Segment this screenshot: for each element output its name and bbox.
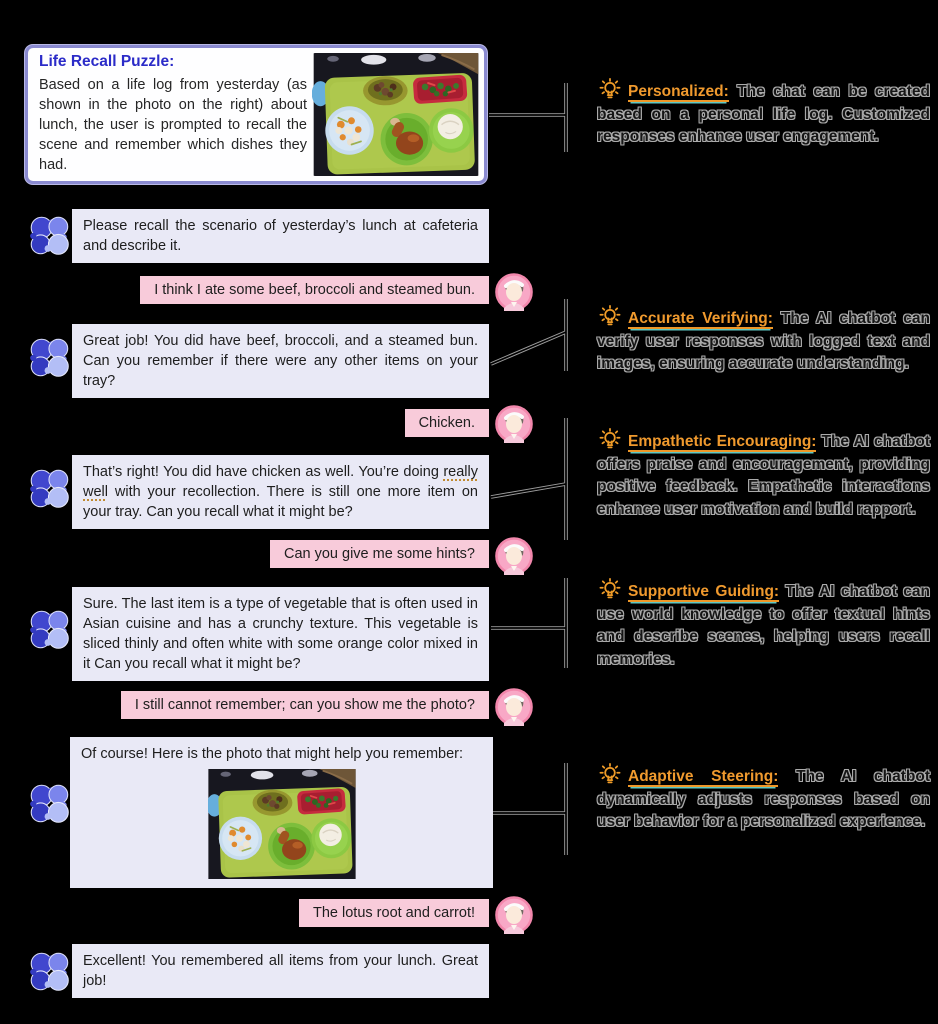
chat-bubble-ai: That’s right! You did have chicken as we… [72,455,489,529]
chat-bubble-user: I think I ate some beef, broccoli and st… [140,276,489,304]
annotation-title: Adaptive Steering: [628,768,779,787]
annotation-text: The AI chatbot can verify user responses… [597,310,930,373]
lightbulb-icon [599,428,621,449]
chat-text: That’s right! You did have chicken as we… [83,464,444,480]
chat-text: The lotus root and carrot! [313,905,475,921]
chat-bubble-ai: Please recall the scenario of yesterday’… [72,209,489,263]
ai-chatbot-avatar [29,610,69,649]
chat-text: Of course! Here is the photo that might … [81,746,464,762]
chat-bubble-ai-with-photo: Of course! Here is the photo that might … [70,737,493,888]
lunch-tray-photo [207,769,356,879]
chat-bubble-user: Can you give me some hints? [269,540,489,568]
puzzle-box-title: Life Recall Puzzle: [39,53,175,70]
lightbulb-icon [599,578,621,599]
annotation-empathetic-encouraging: Empathetic Encouraging: The AI chatbot o… [597,428,930,522]
ai-chatbot-avatar [29,952,69,991]
chat-text: Sure. The last item is a type of vegetab… [83,596,478,672]
ai-chatbot-avatar [29,338,69,377]
chat-bubble-ai: Excellent! You remembered all items from… [72,944,489,998]
chat-bubble-ai: Great job! You did have beef, broccoli, … [72,324,489,398]
annotation-supportive-guiding: Supportive Guiding: The AI chatbot can u… [597,578,930,672]
annotation-adaptive-steering: Adaptive Steering: The AI chatbot dynami… [597,763,930,834]
annotation-text: The AI chatbot offers praise and encoura… [597,433,930,518]
chat-text: I still cannot remember; can you show me… [134,697,475,713]
chat-text: Excellent! You remembered all items from… [83,953,478,989]
lightbulb-icon [599,763,621,784]
chat-text: with your recollection. There is still o… [83,484,478,520]
annotation-title: Accurate Verifying: [628,310,773,329]
lightbulb-icon [599,78,621,99]
annotation-title: Personalized: [628,83,729,102]
chat-bubble-ai: Sure. The last item is a type of vegetab… [72,587,489,681]
annotation-title: Empathetic Encouraging: [628,433,817,452]
ai-chatbot-avatar [29,784,69,823]
user-avatar [495,405,533,443]
annotation-accurate-verifying: Accurate Verifying: The AI chatbot can v… [597,305,930,376]
life-recall-puzzle-box: Life Recall Puzzle: Based on a life log … [25,45,487,184]
user-avatar [495,537,533,575]
chat-bubble-user: The lotus root and carrot! [299,899,489,927]
chat-text: Can you give me some hints? [283,546,475,562]
lightbulb-icon [599,305,621,326]
chat-text: Chicken. [418,415,475,431]
annotation-text: The AI chatbot can use world knowledge t… [597,583,930,668]
annotation-text: The AI chatbot dynamically adjusts respo… [597,768,931,831]
chat-text: Great job! You did have beef, broccoli, … [83,333,478,389]
annotation-title: Supportive Guiding: [628,583,780,602]
chat-text-spellcheck-underline: really well [83,464,478,500]
annotation-text: The chat can be created based on a perso… [597,83,930,146]
user-avatar [495,688,533,726]
annotation-personalized: Personalized: The chat can be created ba… [597,78,930,149]
user-avatar [495,896,533,934]
chat-bubble-user: Chicken. [404,409,489,437]
chat-text: Please recall the scenario of yesterday’… [83,218,478,254]
ai-chatbot-avatar [29,469,69,508]
user-avatar [495,273,533,311]
puzzle-box-description: Based on a life log from yesterday (as s… [39,77,307,173]
chat-text: I think I ate some beef, broccoli and st… [154,282,475,298]
ai-chatbot-avatar [29,216,69,255]
chat-bubble-user: I still cannot remember; can you show me… [120,691,489,719]
lunch-tray-photo [312,53,480,176]
